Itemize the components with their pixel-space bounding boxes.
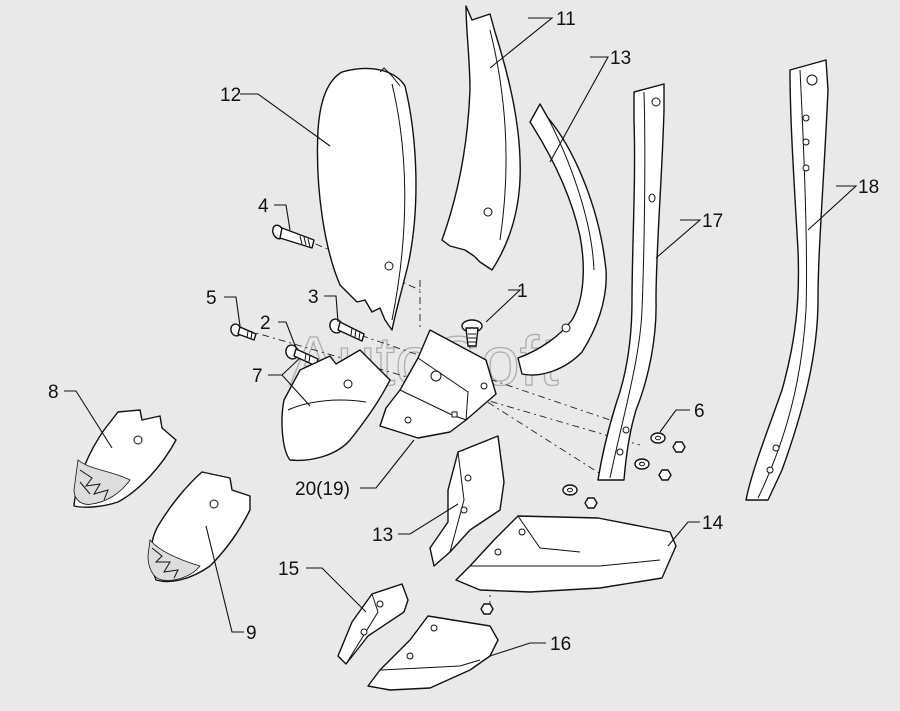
- callout-16: 16: [550, 634, 571, 655]
- part-13-landside: [429, 435, 505, 567]
- callout-15: 15: [278, 559, 299, 580]
- callout-3: 3: [308, 287, 319, 308]
- part-14-landside-long: [455, 515, 677, 593]
- callout-17: 17: [702, 211, 723, 232]
- part-10-extension: [441, 5, 521, 271]
- callout-1: 1: [517, 281, 528, 302]
- part-15-wear-strip: [337, 583, 409, 665]
- part-18-long-shank: [745, 59, 829, 501]
- callout-9: 9: [246, 623, 257, 644]
- part-9-point: [147, 471, 251, 583]
- callout-labels: 11 12 13 4 17 18 1 5 3 2 7 8 6 20(19) 13…: [48, 9, 879, 655]
- callout-7: 7: [252, 366, 263, 387]
- callout-20-19: 20(19): [295, 479, 350, 500]
- callout-12: 13: [610, 48, 631, 69]
- callout-13: 13: [372, 525, 393, 546]
- part-7-share: [281, 349, 391, 462]
- part-5-bolt: [230, 323, 257, 341]
- part-11-moldboard: [316, 67, 417, 331]
- part-1-bolt: [461, 319, 483, 347]
- callout-11: 12: [220, 85, 241, 106]
- callout-8: 8: [48, 382, 59, 403]
- callout-5: 5: [206, 288, 217, 309]
- part-16-heel-plate: [367, 615, 499, 691]
- part-17-shank: [597, 83, 665, 481]
- part-3-bolt: [329, 318, 365, 342]
- part-20-frog: [379, 329, 497, 439]
- part-8-point: [73, 409, 177, 508]
- callout-14: 14: [702, 513, 724, 534]
- part-4-bolt: [272, 224, 315, 249]
- part-12-curved-bar: [517, 103, 607, 376]
- callout-4: 4: [258, 196, 269, 217]
- part-6-nuts-washers: [480, 432, 686, 615]
- callout-18: 18: [858, 177, 879, 198]
- leader-lines: [64, 17, 858, 657]
- callout-10: 11: [556, 9, 576, 30]
- callout-2: 2: [260, 313, 271, 334]
- callout-6: 6: [694, 401, 705, 422]
